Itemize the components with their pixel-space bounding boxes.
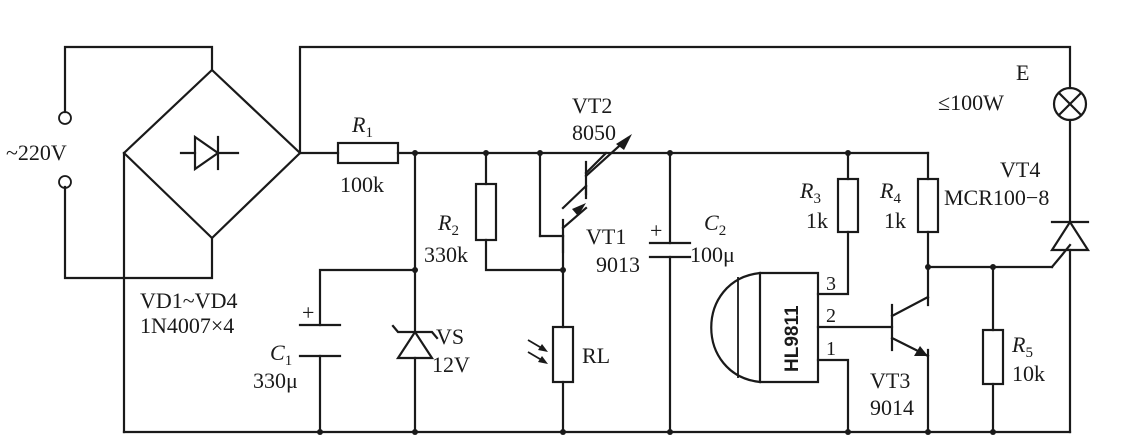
resistor-r5: R5 10k	[981, 328, 1045, 386]
photoresistor-rl: RL	[527, 325, 610, 384]
pin-3: 3	[826, 273, 836, 295]
ac-terminals: ~220V	[6, 111, 72, 189]
ic-hl9811: HL9811 3 2 1	[710, 271, 836, 384]
lamp-e: E ≤100W	[938, 60, 1088, 122]
transistor-vt1: VT1 9013	[538, 203, 640, 277]
vt4-label: VT4	[1000, 157, 1040, 182]
lamp-label: E	[1016, 60, 1029, 85]
vt2-label: VT2	[572, 93, 612, 118]
ic-label: HL9811	[782, 305, 803, 372]
svg-text:R5: R5	[1011, 332, 1033, 361]
pin-2: 2	[826, 305, 836, 327]
svg-text:R4: R4	[879, 178, 901, 207]
c1-plus: +	[302, 300, 314, 325]
r2-value: 330k	[424, 242, 468, 267]
svg-text:C2: C2	[704, 210, 726, 239]
wires	[63, 45, 1072, 434]
transistor-vt2: VT2 8050	[561, 93, 632, 210]
svg-text:R3: R3	[799, 178, 821, 207]
bridge-part-label: 1N4007×4	[140, 313, 234, 338]
bridge-rectifier: VD1~VD4 1N4007×4	[122, 68, 302, 338]
r5-value: 10k	[1012, 361, 1045, 386]
vt4-part: MCR100−8	[944, 185, 1049, 210]
r5-label: R	[1011, 332, 1026, 357]
c1-sub: 1	[285, 353, 293, 369]
svg-text:R1: R1	[351, 112, 373, 141]
r4-value: 1k	[884, 208, 906, 233]
r2-sub: 2	[451, 223, 459, 239]
r1-value: 100k	[340, 172, 384, 197]
svg-text:R2: R2	[437, 210, 459, 239]
vt1-label: VT1	[586, 224, 626, 249]
vt2-part: 8050	[572, 120, 616, 145]
junctions	[317, 150, 996, 435]
c2-value: 100μ	[690, 242, 735, 267]
capacitor-c2: + C2 100μ	[648, 210, 735, 267]
r4-sub: 4	[893, 191, 901, 207]
vs-label: VS	[436, 324, 464, 349]
c1-label: C	[270, 340, 285, 365]
resistor-r1: R1 100k	[336, 112, 400, 197]
vs-value: 12V	[432, 352, 470, 377]
svg-text:C1: C1	[270, 340, 292, 369]
c1-value: 330μ	[253, 368, 298, 393]
pin-1: 1	[826, 338, 836, 360]
capacitor-c1: + C1 330μ	[253, 300, 342, 393]
r3-value: 1k	[806, 208, 828, 233]
r1-label: R	[351, 112, 366, 137]
c2-sub: 2	[719, 223, 727, 239]
r2-label: R	[437, 210, 452, 235]
c2-label: C	[704, 210, 719, 235]
r3-label: R	[799, 178, 814, 203]
c2-plus: +	[650, 218, 662, 243]
transistor-vt3: VT3 9014	[870, 295, 930, 420]
r5-sub: 5	[1025, 345, 1033, 361]
vt3-part: 9014	[870, 395, 914, 420]
vt3-label: VT3	[870, 368, 910, 393]
resistor-r2: R2 330k	[424, 182, 498, 267]
rl-label: RL	[582, 343, 610, 368]
ac-source-label: ~220V	[6, 140, 67, 165]
vt1-part: 9013	[596, 252, 640, 277]
r4-label: R	[879, 178, 894, 203]
r3-sub: 3	[813, 191, 821, 207]
scr-vt4: VT4 MCR100−8	[944, 157, 1091, 269]
resistor-r4: R4 1k	[879, 177, 940, 234]
lamp-value: ≤100W	[938, 90, 1004, 115]
r1-sub: 1	[365, 125, 373, 141]
zener-vs: VS 12V	[391, 324, 470, 377]
resistor-r3: R3 1k	[799, 177, 860, 234]
bridge-name-label: VD1~VD4	[140, 288, 237, 313]
